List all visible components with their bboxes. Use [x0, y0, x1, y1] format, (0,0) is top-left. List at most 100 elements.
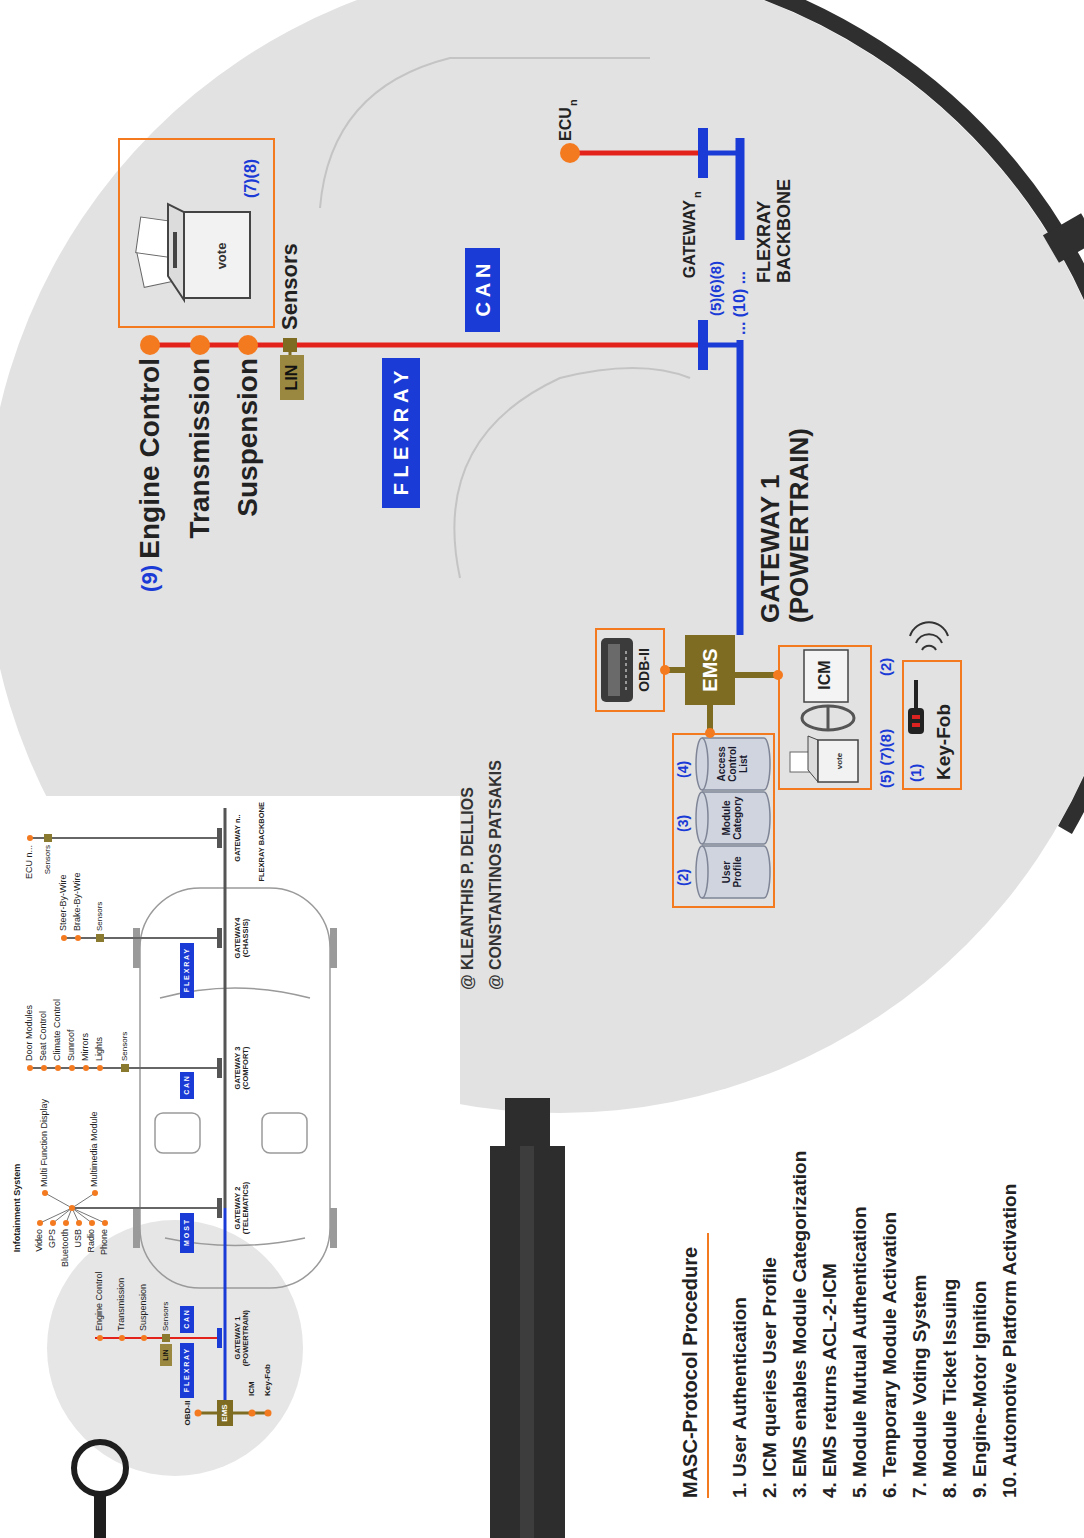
- node-text: LIN: [283, 365, 301, 391]
- obd-port-box: ODB-II: [595, 628, 665, 712]
- node-text: (2): [878, 658, 895, 676]
- inset-label: GPS: [48, 1229, 58, 1248]
- sensor-symbol: [162, 1334, 170, 1342]
- diagram-label: @ KLEANTHIS P. DELLIOS: [459, 787, 477, 990]
- sensor-symbol: [44, 834, 52, 842]
- port-dot: [265, 1410, 272, 1417]
- node-text: ICM: [816, 650, 834, 700]
- branch-line: [95, 1337, 221, 1339]
- node-text: M O S T: [183, 1220, 191, 1246]
- lens-rim: [1043, 213, 1084, 263]
- sensor-symbol: [283, 338, 297, 355]
- magnifier-handle: [490, 1146, 565, 1538]
- diagram-label: vote: [836, 753, 845, 769]
- ecu-dot: [76, 1220, 82, 1226]
- diagram-label: n: [691, 191, 703, 198]
- steering-wheel-icon: [802, 706, 854, 730]
- ballot-box-icon: [818, 740, 858, 782]
- port-dot: [195, 1410, 272, 1417]
- procedure-step: 10. Automotive Platform Activation: [1000, 1184, 1021, 1498]
- branch-line: [30, 837, 221, 839]
- gateway-bar: [217, 1328, 222, 1348]
- lens-rim: [361, 0, 1084, 830]
- ecu-dot: [140, 143, 580, 355]
- bus-connector: [735, 672, 778, 678]
- node-text: LIN: [162, 1349, 170, 1360]
- icm-device-icon: [804, 650, 848, 702]
- flexray-bus: [737, 340, 744, 635]
- key-fob-box: (1)Key-Fob: [902, 660, 962, 790]
- bus-line: [224, 808, 227, 1400]
- gateway-bar: [698, 128, 708, 370]
- gateway-bar: [217, 828, 222, 848]
- inset-label: ICM: [248, 1381, 257, 1396]
- procedure-step: 2. ICM queries User Profile: [760, 1257, 781, 1498]
- inset-label: Bluetooth: [61, 1229, 71, 1267]
- node-text: C A N: [183, 1076, 191, 1095]
- ecu-dot: [27, 835, 33, 841]
- database-cylinder: User Profile: [696, 846, 768, 898]
- node-text: Module Category: [721, 792, 743, 844]
- inset-label: Transmission: [117, 1278, 127, 1331]
- inset-label: Door Modules: [25, 1005, 35, 1061]
- car-wheel: [330, 1208, 337, 1248]
- callout-number: ... (10) ...: [731, 271, 749, 335]
- wireless-waves: [916, 634, 942, 643]
- heading-underline: [708, 1233, 709, 1498]
- steering-wheel-icon: [802, 706, 854, 730]
- database-cylinder: [696, 846, 708, 898]
- car-sketch: [454, 368, 690, 578]
- hub-line: [72, 1208, 105, 1223]
- hub-line: [45, 1193, 72, 1208]
- bus-band: C A N: [180, 1072, 194, 1099]
- heading-underline: [707, 1233, 709, 1498]
- obd-device-icon: [608, 644, 620, 696]
- procedure-step: 1. User Authentication: [730, 1297, 751, 1498]
- ecu-dot: [83, 1065, 89, 1071]
- diagram-label: Transmission: [185, 358, 216, 539]
- ecu-dot: [89, 1220, 95, 1226]
- inset-label: GATEWAY4 (CHASSIS): [234, 908, 251, 968]
- inset-label: Multimedia Module: [90, 1111, 100, 1187]
- wireless-waves: [922, 646, 936, 650]
- car-sketch: [320, 58, 690, 578]
- gateway-bar: [217, 1198, 222, 1218]
- sensor-symbol: [44, 834, 170, 1342]
- ecu-dot: [37, 1220, 43, 1226]
- diagram-label: vote: [215, 243, 229, 270]
- callout-number: (9): [138, 565, 162, 592]
- inset-label: GATEWAY 2 (TELEMATICS): [234, 1176, 251, 1240]
- ems-link: [199, 1412, 268, 1415]
- ecu-dot: [97, 1335, 103, 1341]
- key-fob-icon: [912, 723, 920, 727]
- ecu-dot: [55, 1065, 61, 1071]
- ecu-dot: [27, 835, 147, 1341]
- procedure-step: 3. EMS enables Module Categorization: [790, 1151, 811, 1498]
- key-fob-icon: [914, 680, 918, 708]
- procedure-step: 5. Module Mutual Authentication: [850, 1206, 871, 1498]
- magnifier-handle: [505, 1098, 550, 1150]
- node-text: F L E X R A Y: [390, 371, 412, 495]
- database-cylinder: Module Category: [696, 792, 768, 844]
- sensor-symbol: [121, 1064, 129, 1072]
- sensor-symbol: [96, 934, 104, 942]
- ecu-dot: [50, 1220, 56, 1226]
- database-cylinder: Access Control List: [696, 738, 768, 790]
- key-fob-icon: [908, 708, 924, 734]
- procedure-step: 7. Module Voting System: [910, 1275, 931, 1498]
- bus-band: M O S T: [180, 1213, 194, 1253]
- inset-label: GATEWAY 3 (COMFORT): [234, 1036, 251, 1100]
- inset-label: Steer-By-Wire: [59, 874, 69, 931]
- branch-line: [72, 1207, 221, 1209]
- node-text: (3): [676, 815, 691, 832]
- gateway-bar: [217, 828, 222, 1348]
- inset-label: FLEXRAY BACKBONE: [258, 802, 266, 882]
- port-dot: [195, 1410, 202, 1417]
- node-text: C A N: [183, 1310, 191, 1329]
- car-outline: [140, 888, 330, 1288]
- port-dot: [249, 1410, 256, 1417]
- ecu-dot: [238, 335, 258, 355]
- node-text: F L E X R A Y: [183, 1349, 191, 1393]
- car-wheel: [133, 1208, 140, 1248]
- diagram-label: FLEXRAY BACKBONE: [755, 158, 795, 283]
